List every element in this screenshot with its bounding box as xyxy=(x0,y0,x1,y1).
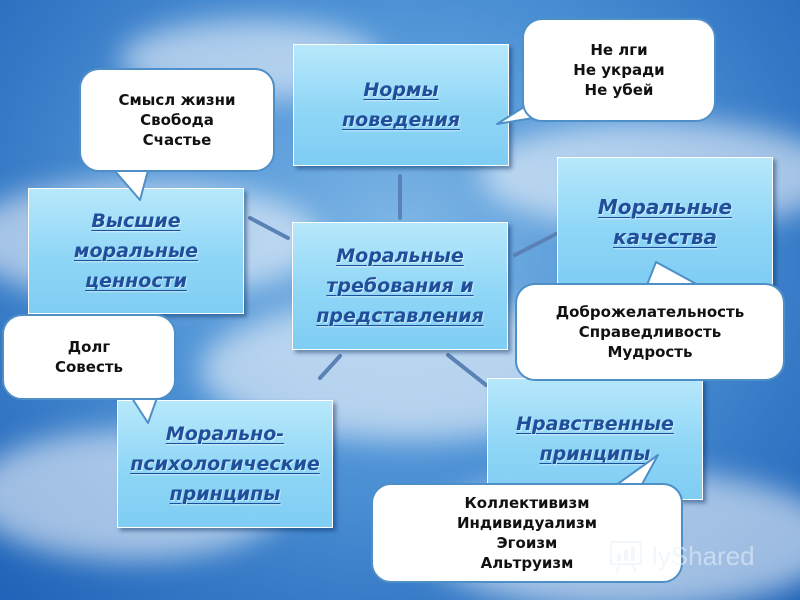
link-center-qualities xyxy=(513,232,558,257)
callout-psych: Долг Совесть xyxy=(2,314,176,400)
callout-qualities: Доброжелательность Справедливость Мудрос… xyxy=(515,283,785,381)
link-center-psych xyxy=(318,354,342,380)
chart-board-icon xyxy=(610,541,642,573)
node-psych-label: Морально- психологические принципы xyxy=(130,423,320,505)
callout-norms: Не лги Не укради Не убей xyxy=(522,18,716,122)
callout-principles: Коллективизм Индивидуализм Эгоизм Альтру… xyxy=(371,483,683,583)
node-qualities-label: Моральные качества xyxy=(597,195,733,249)
node-psych: Морально- психологические принципы xyxy=(117,400,333,528)
callout-values: Смысл жизни Свобода Счастье xyxy=(79,68,275,172)
link-center-principles xyxy=(446,353,488,387)
watermark: lyShared xyxy=(608,538,788,574)
node-norms-label: Нормы поведения xyxy=(342,79,460,131)
node-center: Моральные требования и представления xyxy=(292,222,508,350)
watermark-text: lyShared xyxy=(652,540,755,571)
link-center-values xyxy=(248,216,290,240)
node-values-label: Высшие моральные ценности xyxy=(73,210,199,292)
node-center-label: Моральные требования и представления xyxy=(316,245,484,327)
node-principles-label: Нравственные принципы xyxy=(516,413,674,465)
node-values: Высшие моральные ценности xyxy=(28,188,244,314)
node-norms: Нормы поведения xyxy=(293,44,509,166)
